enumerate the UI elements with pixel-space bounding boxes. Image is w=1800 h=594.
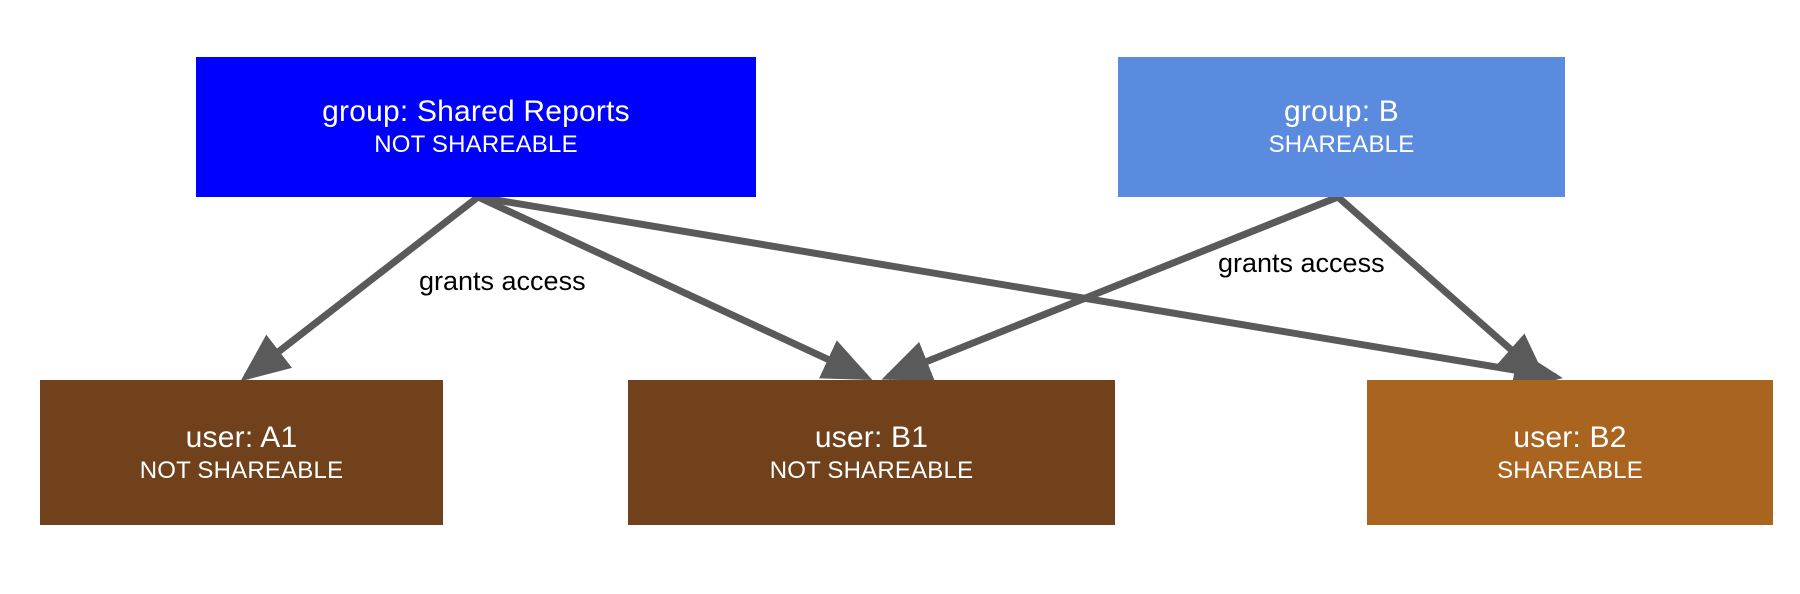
edge-paths xyxy=(240,193,1563,391)
node-title: group: Shared Reports xyxy=(322,95,630,128)
edge-groupb-b2 xyxy=(1335,194,1548,382)
node-title: group: B xyxy=(1283,95,1399,128)
node-subtitle: SHAREABLE xyxy=(1497,456,1643,484)
edge-sharedreports-b1 xyxy=(476,193,873,381)
node-subtitle: NOT SHAREABLE xyxy=(769,456,974,484)
node-group-b[interactable]: group: B SHAREABLE xyxy=(1118,57,1565,197)
edge-label-label-right: grants access xyxy=(1218,248,1385,278)
edge-groupb-b1 xyxy=(881,193,1340,381)
node-subtitle: NOT SHAREABLE xyxy=(139,456,344,484)
node-title: user: B1 xyxy=(814,420,929,454)
node-title: user: A1 xyxy=(185,420,298,454)
edge-label-label-left: grants access xyxy=(419,266,586,296)
node-title: user: B2 xyxy=(1513,420,1627,454)
node-subtitle: SHAREABLE xyxy=(1268,131,1415,158)
node-subtitle: NOT SHAREABLE xyxy=(374,131,578,158)
edge-sharedreports-a1 xyxy=(240,194,481,382)
edge-sharedreports-b2 xyxy=(477,193,1563,391)
